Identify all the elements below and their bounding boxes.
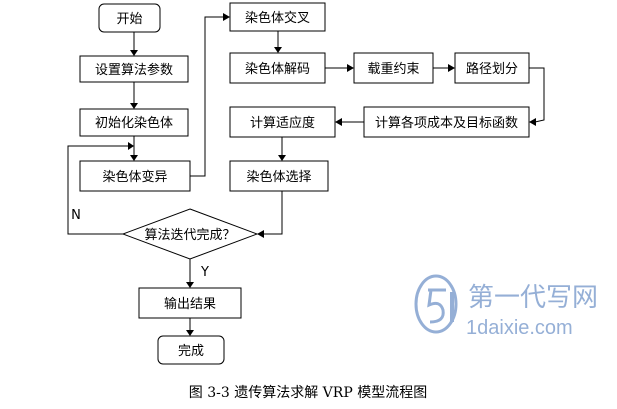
- arrowhead: [130, 155, 138, 161]
- edge-mutation-to-crossover: [190, 16, 223, 177]
- edge-selection-to-check: [264, 191, 283, 235]
- arrowhead: [448, 64, 455, 72]
- node-decode-label: 染色体解码: [245, 61, 310, 77]
- edge-label-no: N: [71, 208, 81, 223]
- node-route-split: 路径划分: [454, 52, 530, 84]
- node-output: 输出结果: [138, 287, 242, 319]
- node-iteration-check: 算法迭代完成？: [121, 208, 259, 260]
- edge-label-yes: Y: [200, 265, 209, 280]
- node-compute-fitness: 计算适应度: [229, 106, 336, 138]
- arrowhead: [130, 103, 138, 109]
- node-iteration-check-label: 算法迭代完成？: [144, 228, 235, 243]
- watermark-title: 第一代写网: [468, 282, 598, 312]
- node-end-label: 完成: [178, 344, 204, 359]
- node-crossover-label: 染色体交叉: [245, 10, 310, 26]
- arrowhead: [186, 282, 194, 288]
- node-selection: 染色体选择: [229, 160, 329, 192]
- node-init-chromosome-label: 初始化染色体: [95, 115, 173, 131]
- watermark: 第一代写网 1daixie.com: [414, 274, 598, 339]
- arrowhead: [223, 13, 230, 21]
- node-start: 开始: [98, 3, 161, 33]
- node-compute-fitness-label: 计算适应度: [250, 115, 315, 131]
- arrowhead: [128, 142, 134, 150]
- connectors: [67, 13, 545, 336]
- arrowhead: [335, 118, 342, 126]
- node-selection-label: 染色体选择: [246, 169, 311, 185]
- watermark-url: 1daixie.com: [466, 317, 573, 339]
- node-route-split-label: 路径划分: [466, 61, 518, 77]
- node-compute-costs-label: 计算各项成本及目标函数: [375, 115, 518, 131]
- node-crossover: 染色体交叉: [229, 2, 326, 32]
- arrowhead: [257, 230, 264, 238]
- node-mutation: 染色体变异: [79, 160, 191, 192]
- arrowhead: [186, 330, 194, 336]
- node-compute-costs: 计算各项成本及目标函数: [363, 106, 530, 138]
- arrowhead: [278, 155, 286, 161]
- node-mutation-label: 染色体变异: [102, 169, 167, 185]
- node-end: 完成: [157, 335, 225, 365]
- arrowhead: [347, 64, 354, 72]
- watermark-logo-icon: [414, 274, 458, 334]
- node-load-constraint: 载重约束: [353, 52, 434, 84]
- node-decode: 染色体解码: [229, 52, 326, 84]
- figure-caption: 图 3-3 遗传算法求解 VRP 模型流程图: [189, 385, 427, 401]
- node-start-label: 开始: [116, 12, 142, 27]
- arrowhead: [274, 47, 282, 53]
- edge-check-no-loop: [67, 145, 128, 235]
- node-set-params-label: 设置算法参数: [95, 62, 173, 78]
- arrowhead: [130, 50, 138, 56]
- edge-route-to-costs: [529, 67, 545, 123]
- node-set-params: 设置算法参数: [79, 55, 189, 83]
- node-load-constraint-label: 载重约束: [367, 61, 419, 77]
- arrowhead: [529, 118, 536, 126]
- node-output-label: 输出结果: [164, 296, 216, 312]
- node-init-chromosome: 初始化染色体: [79, 108, 189, 137]
